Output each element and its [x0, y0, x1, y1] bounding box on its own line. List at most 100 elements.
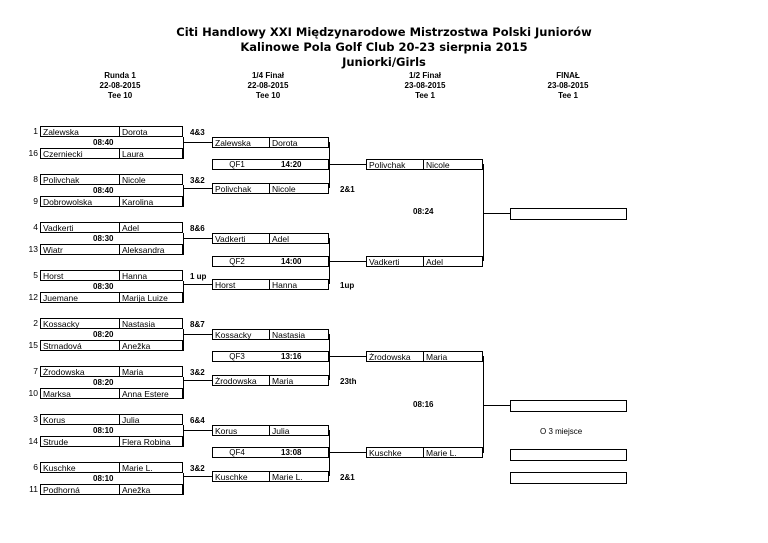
player-last-name: Vadkerti — [40, 222, 120, 233]
match-result: 6&4 — [190, 416, 205, 425]
seed-number: 3 — [33, 414, 38, 424]
player-first-name: Adel — [269, 233, 329, 244]
seed-number: 16 — [28, 148, 38, 158]
player-last-name: Kuschke — [366, 447, 424, 458]
connector — [183, 238, 212, 239]
player-first-name: Maria — [269, 375, 329, 386]
match-time: 08:40 — [93, 186, 114, 195]
final-slot — [510, 400, 627, 412]
title-line-2: Kalinowe Pola Golf Club 20-23 sierpnia 2… — [240, 40, 528, 54]
player-first-name: Hanna — [119, 270, 183, 281]
match-result: 4&3 — [190, 128, 205, 137]
connector — [329, 164, 366, 165]
round-tee: Tee 10 — [255, 91, 281, 100]
round-name: 1/4 Finał — [251, 71, 284, 80]
player-first-name: Marie L. — [423, 447, 483, 458]
match-result: 3&2 — [190, 368, 205, 377]
round-header-r1: Runda 1 22-08-2015 Tee 10 — [80, 71, 160, 101]
connector — [329, 452, 366, 453]
player-last-name: Horst — [40, 270, 120, 281]
qf-time: 13:08 — [281, 448, 302, 457]
player-last-name: Korus — [40, 414, 120, 425]
qf-label: QF2 — [229, 257, 245, 266]
player-first-name: Julia — [269, 425, 329, 436]
match-result: 3&2 — [190, 464, 205, 473]
seed-number: 13 — [28, 244, 38, 254]
player-last-name: Zalewska — [40, 126, 120, 137]
player-last-name: Strnadová — [40, 340, 120, 351]
player-last-name: Horst — [212, 279, 270, 290]
connector — [183, 473, 184, 495]
player-last-name: Strude — [40, 436, 120, 447]
title-line-1: Citi Handlowy XXI Międzynarodowe Mistrzo… — [176, 25, 592, 39]
player-first-name: Anežka — [119, 340, 183, 351]
player-last-name: Dobrowolska — [40, 196, 120, 207]
qf-label: QF4 — [229, 448, 245, 457]
seed-number: 15 — [28, 340, 38, 350]
connector — [183, 473, 184, 476]
player-first-name: Maria — [119, 366, 183, 377]
connector — [183, 329, 184, 351]
connector — [183, 281, 184, 284]
match-result: 8&7 — [190, 320, 205, 329]
player-last-name: Żrodowska — [366, 351, 424, 362]
round-header-sf: 1/2 Finał 23-08-2015 Tee 1 — [385, 71, 465, 101]
player-last-name: Polivchak — [40, 174, 120, 185]
seed-number: 9 — [33, 196, 38, 206]
match-result: 8&6 — [190, 224, 205, 233]
player-last-name: Żrodowska — [212, 375, 270, 386]
connector — [329, 142, 330, 188]
seed-number: 14 — [28, 436, 38, 446]
connector — [483, 405, 510, 406]
round-tee: Tee 10 — [107, 91, 133, 100]
connector — [183, 425, 184, 430]
match-result: 2&1 — [340, 185, 355, 194]
connector — [183, 334, 212, 335]
player-first-name: Nicole — [269, 183, 329, 194]
round-header-qf: 1/4 Finał 22-08-2015 Tee 10 — [228, 71, 308, 101]
player-last-name: Korus — [212, 425, 270, 436]
player-first-name: Julia — [119, 414, 183, 425]
match-result: 2&1 — [340, 473, 355, 482]
player-last-name: Juemane — [40, 292, 120, 303]
final-slot — [510, 208, 627, 220]
match-result: 1up — [340, 281, 355, 290]
player-first-name: Dorota — [269, 137, 329, 148]
match-time: 08:30 — [93, 282, 114, 291]
player-last-name: Vadkerti — [212, 233, 270, 244]
player-last-name: Podhorná — [40, 484, 120, 495]
connector — [329, 356, 366, 357]
seed-number: 7 — [33, 366, 38, 376]
round-tee: Tee 1 — [558, 91, 578, 100]
player-first-name: Nastasia — [269, 329, 329, 340]
seed-number: 5 — [33, 270, 38, 280]
player-last-name: Polivchak — [212, 183, 270, 194]
connector — [183, 185, 184, 207]
player-last-name: Kossacky — [40, 318, 120, 329]
match-time: 08:20 — [93, 330, 114, 339]
qf-label: QF3 — [229, 352, 245, 361]
seed-number: 8 — [33, 174, 38, 184]
player-last-name: Zalewska — [212, 137, 270, 148]
title-line-3: Juniorki/Girls — [342, 55, 426, 69]
third-place-slot — [510, 472, 627, 484]
player-last-name: Wiatr — [40, 244, 120, 255]
connector — [329, 430, 330, 476]
connector — [183, 137, 184, 159]
player-first-name: Maria — [423, 351, 483, 362]
connector — [183, 233, 184, 255]
connector — [483, 164, 484, 261]
player-last-name: Marksa — [40, 388, 120, 399]
round-date: 22-08-2015 — [99, 81, 141, 90]
player-first-name: Karolina — [119, 196, 183, 207]
player-last-name: Kuschke — [212, 471, 270, 482]
qf-label: QF1 — [229, 160, 245, 169]
connector — [183, 137, 184, 142]
match-time: 08:40 — [93, 138, 114, 147]
connector — [183, 233, 184, 238]
player-first-name: Adel — [423, 256, 483, 267]
round-tee: Tee 1 — [415, 91, 435, 100]
player-first-name: Marie L. — [119, 462, 183, 473]
match-time: 08:10 — [93, 426, 114, 435]
